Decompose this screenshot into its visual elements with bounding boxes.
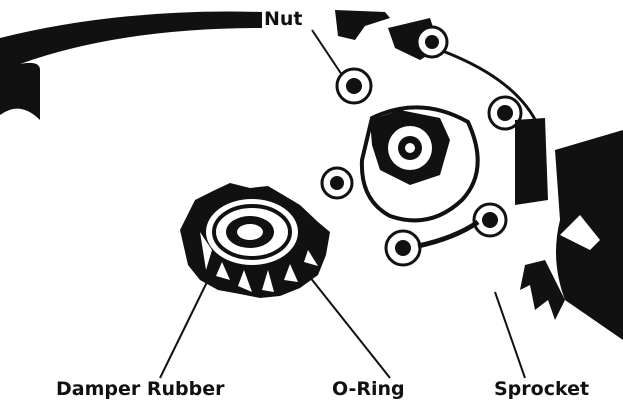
nut-label: Nut [264,10,303,29]
o-ring-part [206,199,298,265]
damper-leader-line [160,280,208,378]
side-bracket [515,118,548,205]
wheel-rim-arc [0,12,262,120]
sprocket-label: Sprocket [494,380,589,399]
oring-leader-line [290,252,390,378]
center-hub [370,110,450,185]
nut-5 [474,204,506,236]
sprocket-leader-line [495,292,525,378]
o-ring-label: O-Ring [332,380,405,399]
upper-bracket [335,10,390,40]
hub-arm [418,222,478,246]
nut-4 [322,168,352,198]
damper-rubber-label: Damper Rubber [56,380,224,399]
nut-6 [386,231,420,265]
nut-2 [417,27,447,57]
nut-leader-line [312,30,342,75]
